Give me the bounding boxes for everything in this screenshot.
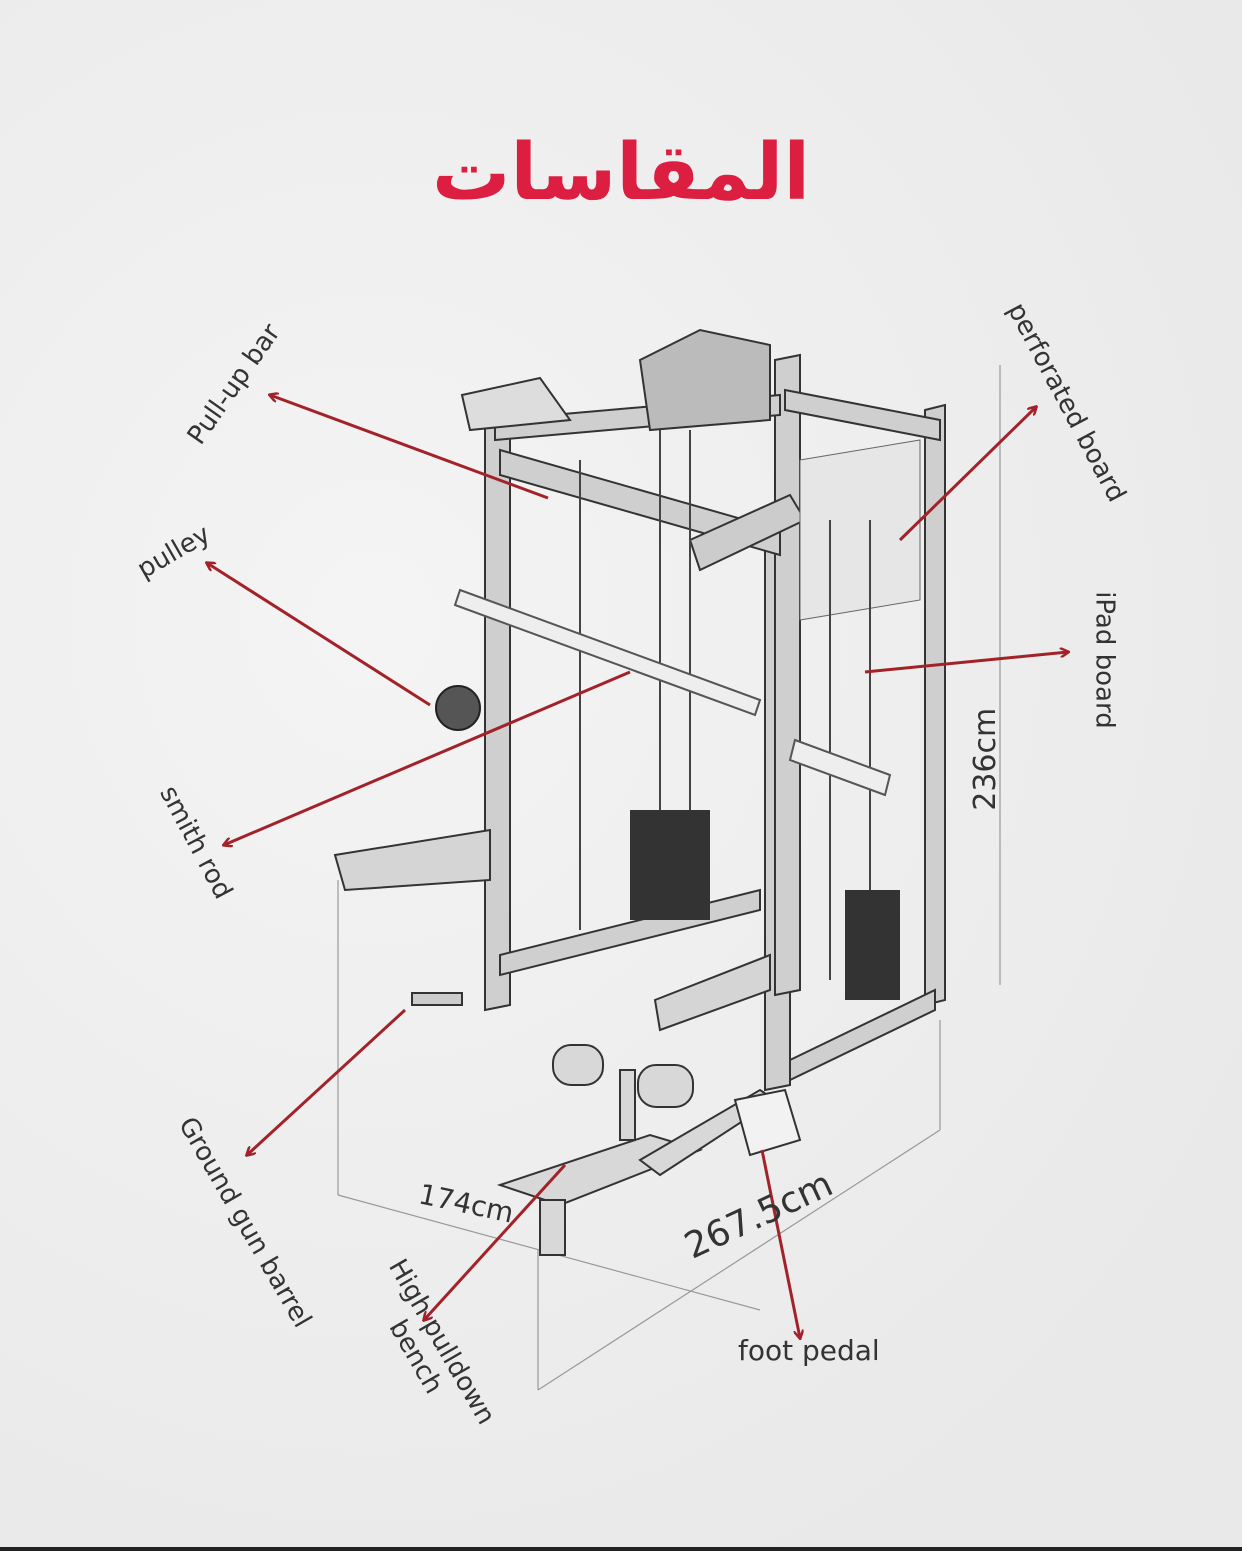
ground-gun-barrel-shape xyxy=(411,992,463,1006)
cables xyxy=(579,430,871,980)
smith-rod-arrow xyxy=(224,670,631,845)
page-title: المقاسات xyxy=(431,128,811,218)
pullup-bar-arrow xyxy=(270,395,549,500)
perforated-board-shape xyxy=(799,439,921,621)
pulley-arrow xyxy=(207,563,431,707)
weight-stacks xyxy=(630,810,900,1000)
machine-frame xyxy=(333,328,946,1092)
label-ipad-board: iPad board xyxy=(1089,591,1120,729)
dimension-height: 236cm xyxy=(968,707,1004,811)
perforated-board-arrow xyxy=(898,407,1036,542)
bench xyxy=(496,1044,802,1256)
smith-bar xyxy=(453,588,892,797)
label-foot-pedal: foot pedal xyxy=(738,1334,880,1367)
pulley-wheel xyxy=(435,685,481,731)
ipad-board-arrow xyxy=(864,652,1068,674)
ground-gun-barrel-arrow xyxy=(247,1008,407,1155)
bottom-border xyxy=(0,1547,1242,1551)
foot-pedal-arrow xyxy=(760,1149,800,1338)
bench-arrow xyxy=(424,1163,567,1320)
